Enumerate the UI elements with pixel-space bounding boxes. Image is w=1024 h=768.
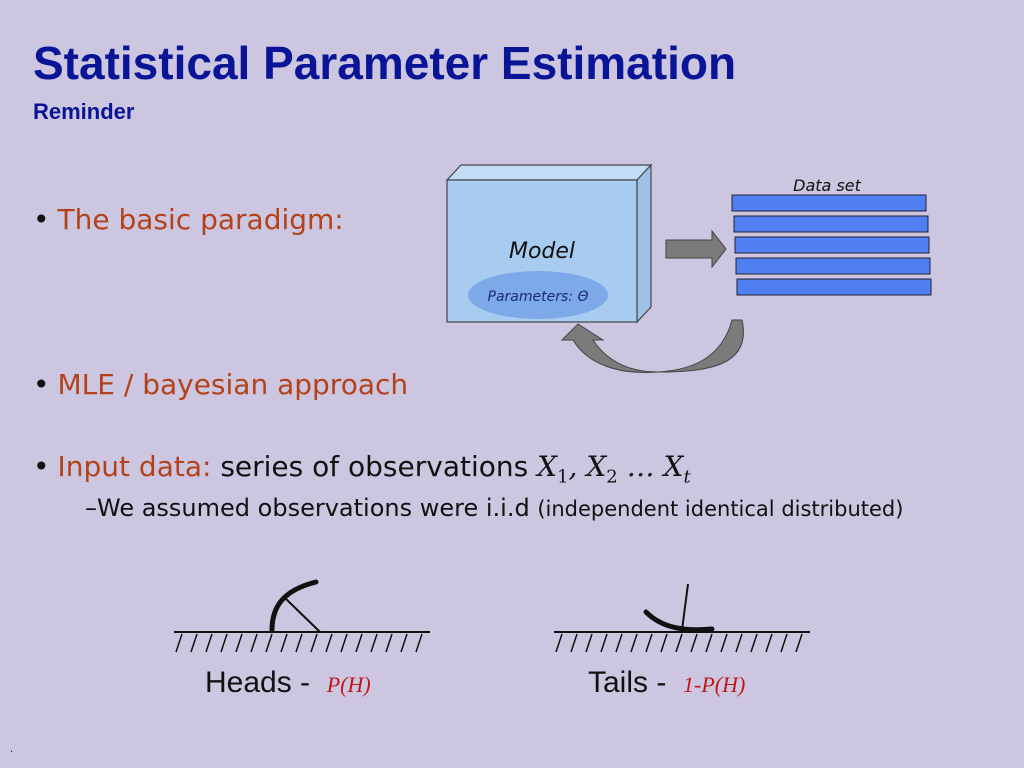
bullet-dot: • <box>33 203 50 236</box>
bullet-dot: • <box>33 450 50 483</box>
bullet-input-label: Input data: <box>57 450 212 483</box>
coin-tails-stick <box>681 583 689 631</box>
tails-text: Tails - <box>588 666 667 699</box>
parameters-label: Parameters: Θ <box>488 289 589 305</box>
model-label: Model <box>509 239 575 264</box>
ground-hatching <box>175 633 423 653</box>
footer-dot: . <box>10 744 14 755</box>
slide-subtitle: Reminder <box>33 99 135 124</box>
slide-title: Statistical Parameter Estimation <box>33 37 737 89</box>
bullet-approach: •MLE / bayesian approach <box>33 368 408 401</box>
observation-series: X1, X2 … Xt <box>537 450 691 488</box>
coin-tails <box>643 609 715 633</box>
bullet-dot: • <box>33 368 50 401</box>
sub-bullet-dash: – <box>85 494 97 522</box>
heads-illustration <box>174 579 430 653</box>
feedback-arrow <box>560 319 744 373</box>
sub-bullet-iid: –We assumed observations were i.i.d (ind… <box>85 494 903 522</box>
model-box-top <box>445 164 653 181</box>
paradigm-diagram: Model Parameters: Θ Data set <box>445 163 932 373</box>
arrow-right <box>665 229 727 269</box>
heads-label: Heads - P(H) <box>205 666 371 700</box>
heads-text: Heads - <box>205 666 311 699</box>
dataset-row <box>731 194 927 212</box>
bullet-input-text: series of observations <box>211 450 538 483</box>
sub-bullet-main: We assumed observations were i.i.d <box>97 494 538 522</box>
coin-heads-stick <box>284 597 321 633</box>
dataset-row <box>736 278 932 296</box>
bullet-paradigm: •The basic paradigm: <box>33 203 344 236</box>
tails-illustration <box>554 583 810 653</box>
bullet-approach-text: MLE / bayesian approach <box>57 368 409 401</box>
dataset-row <box>735 257 931 275</box>
ground-hatching <box>555 633 803 653</box>
parameters-ellipse <box>468 271 608 319</box>
bullet-paradigm-text: The basic paradigm: <box>57 203 344 236</box>
coin-heads <box>269 579 319 633</box>
heads-probability: P(H) <box>326 672 371 697</box>
model-box-side <box>636 163 652 324</box>
sub-bullet-paren: (independent identical distributed) <box>537 497 904 521</box>
bullet-input-data: •Input data: series of observations X1, … <box>33 450 691 488</box>
tails-label: Tails - 1-P(H) <box>588 666 745 700</box>
dataset-label: Data set <box>793 176 861 195</box>
tails-probability: 1-P(H) <box>683 672 746 697</box>
dataset-row <box>733 215 929 233</box>
dataset-row <box>734 236 930 254</box>
